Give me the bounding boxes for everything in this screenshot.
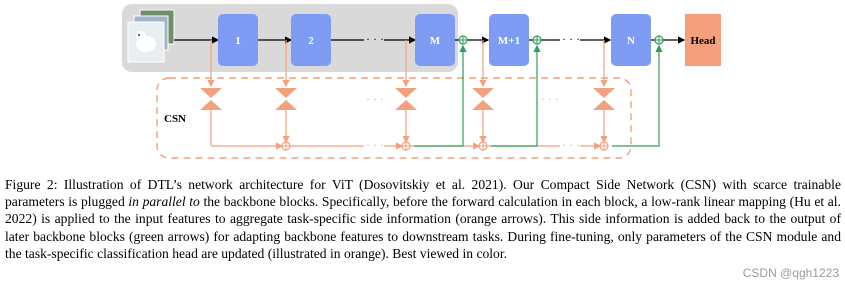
watermark: CSDN @qgh1223 (742, 266, 839, 280)
svg-text:M+1: M+1 (498, 35, 520, 47)
ellipsis-csn-1: · · · (366, 92, 384, 106)
low-rank-module-n (593, 88, 615, 110)
svg-text:N: N (627, 35, 635, 47)
input-image-stack (127, 9, 175, 63)
green-feedback-n (612, 44, 663, 147)
block-1: 1 (218, 14, 258, 66)
svg-text:Head: Head (690, 35, 715, 47)
block-2: 2 (291, 14, 331, 66)
svg-text:2: 2 (308, 35, 314, 47)
csn-label: CSN (164, 113, 186, 125)
svg-text:M: M (430, 35, 441, 47)
side-add-node-m1 (478, 141, 488, 151)
csn-region (156, 77, 632, 159)
green-feedback-m1 (491, 44, 541, 147)
ellipsis-top-2: · · · (562, 32, 580, 46)
side-add-node-2 (281, 141, 291, 151)
add-node-after-n (654, 35, 664, 45)
block-n: N (611, 14, 651, 66)
caption-prefix: Figure 2: Illustration of DTL’s network … (5, 177, 841, 210)
add-node-after-m (458, 35, 468, 45)
ellipsis-side-2: · · · (562, 138, 580, 152)
low-rank-module-m1 (472, 88, 494, 110)
side-add-node-n (599, 141, 609, 151)
low-rank-module-2 (275, 88, 297, 110)
dtl-architecture-diagram: · · · · · · 1 2 M M+1 N Head (122, 4, 721, 159)
side-add-node-m (401, 141, 411, 151)
low-rank-module-m (395, 88, 417, 110)
caption-italic: in parallel to (128, 194, 200, 210)
ellipsis-side-1: · · · (366, 138, 384, 152)
green-feedback-m (414, 44, 467, 147)
ellipsis-csn-2: · · · (541, 92, 559, 106)
svg-text:1: 1 (235, 35, 241, 47)
ellipsis-top-1: · · · (366, 32, 384, 46)
caption-suffix: the backbone blocks. Specifically, befor… (5, 194, 841, 261)
low-rank-module-1 (200, 88, 222, 110)
add-node-after-m1 (532, 35, 542, 45)
figure-caption: Figure 2: Illustration of DTL’s network … (5, 176, 841, 262)
block-m-plus-1: M+1 (489, 14, 529, 66)
head-block: Head (685, 14, 721, 66)
block-m: M (415, 14, 455, 66)
